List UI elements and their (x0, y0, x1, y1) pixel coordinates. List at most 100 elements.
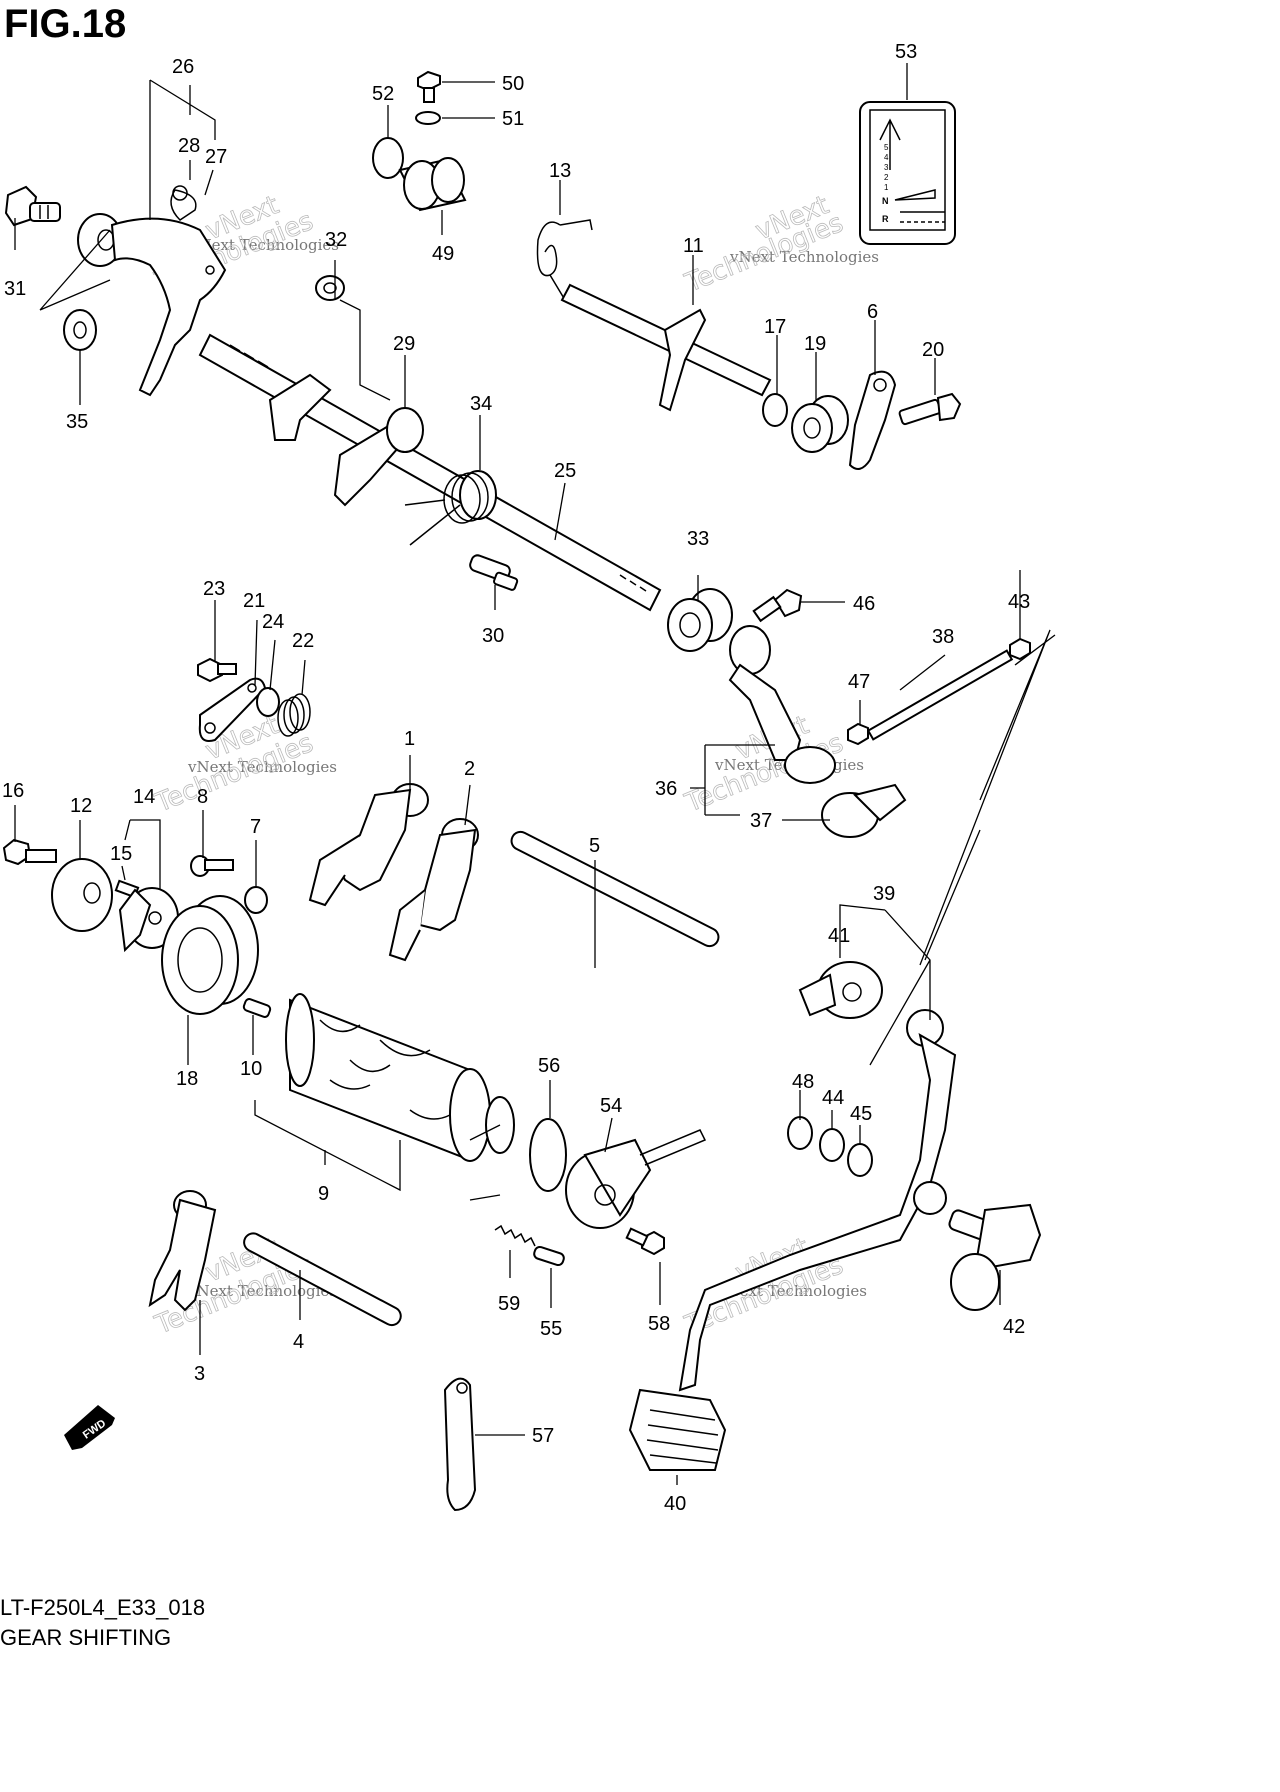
watermark-text: vNext Technologies (189, 236, 339, 254)
callout-5: 5 (589, 835, 600, 857)
part-12-plate (51, 858, 113, 932)
callout-2: 2 (464, 758, 475, 780)
part-57-stopper (443, 1377, 477, 1512)
callout-12: 12 (70, 795, 92, 817)
part-31-bolt (4, 185, 61, 227)
part-40-gearshift-lever (628, 1009, 957, 1471)
part-34-spring (404, 470, 497, 546)
parts-drawing: 5 4 3 2 1 N R (2, 70, 1042, 1512)
callout-58: 58 (648, 1313, 670, 1335)
part-53-shift-label: 5 4 3 2 1 N R (859, 101, 956, 245)
label-reverse: R (882, 214, 889, 224)
part-41-joint (798, 961, 883, 1019)
fwd-arrow-icon: FWD (64, 1405, 115, 1450)
part-52-o-ring (372, 137, 404, 179)
callout-26: 26 (172, 56, 194, 78)
callout-9: 9 (318, 1183, 329, 1205)
figure-description: GEAR SHIFTING (0, 1625, 172, 1650)
callout-4: 4 (293, 1331, 304, 1353)
callout-25: 25 (554, 460, 576, 482)
callout-24: 24 (262, 611, 284, 633)
callout-43: 43 (1008, 591, 1030, 613)
callout-56: 56 (538, 1055, 560, 1077)
callout-20: 20 (922, 339, 944, 361)
part-38-rod (866, 649, 1014, 741)
callout-45: 45 (850, 1103, 872, 1125)
part-11-shaft (560, 283, 772, 412)
part-24-washer (256, 687, 280, 717)
part-50-bolt (417, 70, 441, 103)
part-37-joint (821, 783, 907, 838)
part-58-bolt (625, 1227, 665, 1256)
callout-31: 31 (4, 278, 26, 300)
part-14-cam (118, 887, 179, 953)
watermark-text: vNext Technologies (729, 248, 879, 266)
callout-labels: 26 28 27 31 35 52 50 51 49 32 29 34 25 3… (2, 41, 1030, 1515)
label-gear: 2 (884, 173, 889, 182)
callout-23: 23 (203, 578, 225, 600)
part-6-arm (848, 370, 897, 470)
part-19-bearing (791, 395, 849, 453)
callout-39: 39 (873, 883, 895, 905)
callout-53: 53 (895, 41, 917, 63)
model-code: LT-F250L4_E33_018 (0, 1595, 206, 1620)
part-16-bolt (2, 838, 57, 866)
part-45-washer (847, 1143, 873, 1177)
callout-51: 51 (502, 108, 524, 130)
callout-21: 21 (243, 590, 265, 612)
callout-14: 14 (133, 786, 155, 808)
callout-32: 32 (325, 229, 347, 251)
callout-1: 1 (404, 728, 415, 750)
label-neutral: N (882, 196, 889, 206)
callout-15: 15 (110, 843, 132, 865)
callout-16: 16 (2, 780, 24, 802)
callout-33: 33 (687, 528, 709, 550)
callout-22: 22 (292, 630, 314, 652)
callout-55: 55 (540, 1318, 562, 1340)
part-2-shift-fork (388, 818, 479, 962)
callout-18: 18 (176, 1068, 198, 1090)
part-36-shift-arm (728, 625, 836, 784)
part-7-washer (244, 886, 268, 914)
label-gear: 1 (884, 183, 889, 192)
callout-46: 46 (853, 593, 875, 615)
part-9-shift-cam (285, 993, 515, 1162)
callout-47: 47 (848, 671, 870, 693)
callout-8: 8 (197, 786, 208, 808)
callout-57: 57 (532, 1425, 554, 1447)
callout-13: 13 (549, 160, 571, 182)
part-20-bolt (898, 392, 962, 426)
callout-29: 29 (393, 333, 415, 355)
part-8-screw (190, 855, 234, 877)
part-28-clip (172, 185, 188, 201)
callout-40: 40 (664, 1493, 686, 1515)
part-44-washer (819, 1128, 845, 1162)
callout-28: 28 (178, 135, 200, 157)
callout-48: 48 (792, 1071, 814, 1093)
part-4-shaft (243, 1232, 402, 1327)
watermark-text: vNext Technologies (187, 758, 337, 776)
callout-35: 35 (66, 411, 88, 433)
callout-38: 38 (932, 626, 954, 648)
callout-10: 10 (240, 1058, 262, 1080)
callout-41: 41 (828, 925, 850, 947)
part-29-arm (268, 373, 424, 507)
callout-50: 50 (502, 73, 524, 95)
callout-36: 36 (655, 778, 677, 800)
callout-7: 7 (250, 816, 261, 838)
callout-54: 54 (600, 1095, 622, 1117)
part-54-gear-position-sensor (565, 1129, 707, 1229)
callout-59: 59 (498, 1293, 520, 1315)
part-3-shift-fork (148, 1190, 217, 1312)
part-17-washer (762, 393, 788, 427)
part-1-shift-fork (308, 783, 429, 907)
part-48-circlip (787, 1116, 813, 1150)
label-gear: 3 (884, 163, 889, 172)
part-56-o-ring (529, 1118, 567, 1192)
leader-lines (14, 63, 1056, 1485)
part-35-washer (63, 309, 97, 351)
callout-3: 3 (194, 1363, 205, 1385)
callout-52: 52 (372, 83, 394, 105)
callout-42: 42 (1003, 1316, 1025, 1338)
